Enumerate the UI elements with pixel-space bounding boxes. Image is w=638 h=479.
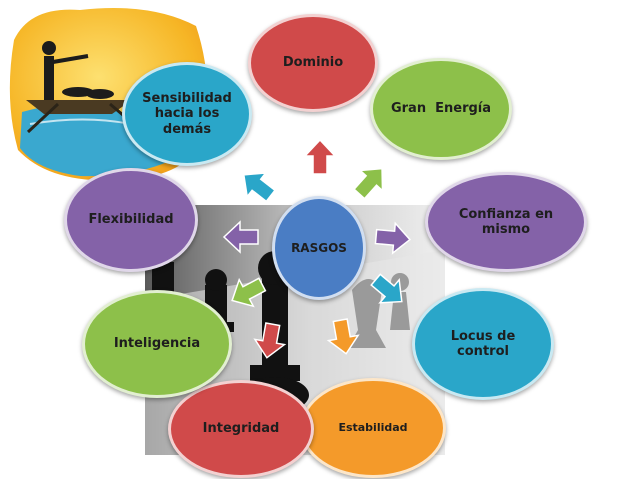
node-locus-label: Locus de control [450, 328, 516, 359]
arrow-to-gran-energia [353, 167, 384, 200]
node-locus: Locus de control [412, 288, 554, 400]
node-estabilidad: Estabilidad [300, 378, 446, 478]
node-sensibilidad-label: Sensibilidad hacia los demás [142, 91, 232, 137]
node-estabilidad-label: Estabilidad [338, 420, 408, 434]
arrow-to-confianza [374, 221, 412, 255]
arrow-to-inteligencia [231, 277, 267, 308]
arrow-to-locus [370, 273, 403, 304]
node-flexibilidad: Flexibilidad [64, 168, 198, 272]
arrow-to-sensibilidad [242, 172, 276, 203]
center-label: RASGOS [291, 240, 347, 255]
node-confianza-label: Confianza en mismo [458, 206, 554, 237]
node-integridad-label: Integridad [202, 421, 280, 437]
node-flexibilidad-label: Flexibilidad [88, 212, 174, 228]
node-dominio: Dominio [248, 14, 378, 112]
arrow-to-integridad [253, 322, 287, 359]
node-inteligencia-label: Inteligencia [113, 336, 201, 352]
node-confianza: Confianza en mismo [425, 172, 587, 272]
arrow-to-flexibilidad [222, 220, 259, 254]
center-node-rasgos: RASGOS [272, 196, 366, 300]
node-dominio-label: Dominio [282, 55, 344, 71]
arrow-to-estabilidad [326, 318, 360, 355]
arrow-to-dominio [303, 138, 337, 175]
node-gran-energia: Gran Energía [370, 58, 512, 160]
node-inteligencia: Inteligencia [82, 290, 232, 398]
node-integridad: Integridad [168, 380, 314, 478]
node-gran-energia-label: Gran Energía [390, 101, 492, 117]
node-sensibilidad: Sensibilidad hacia los demás [122, 62, 252, 166]
